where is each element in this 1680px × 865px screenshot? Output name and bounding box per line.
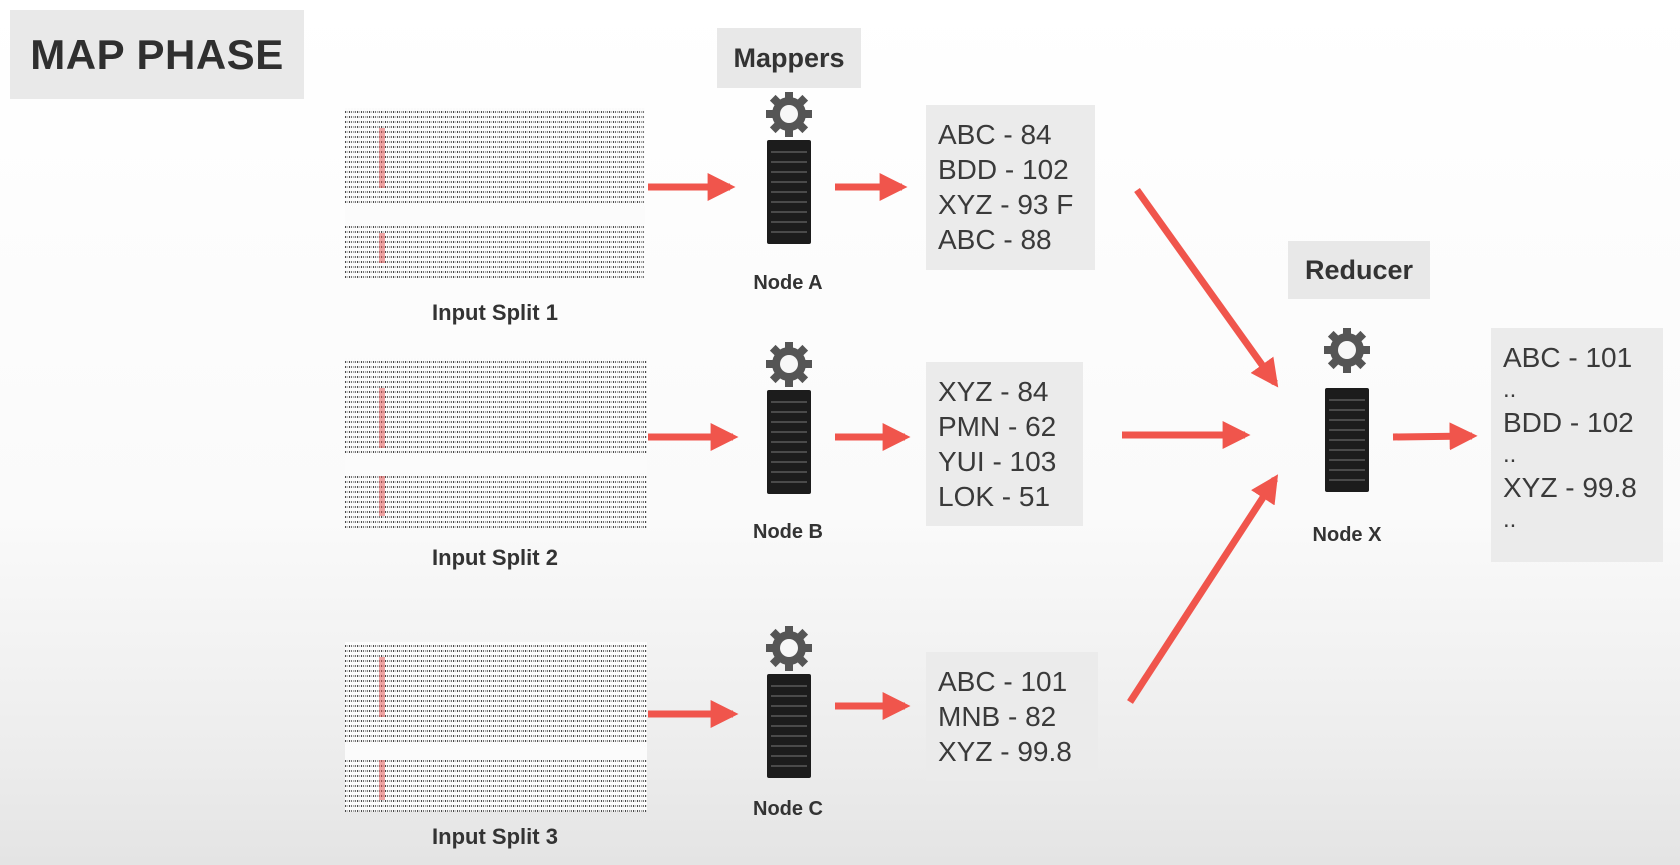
node-a-output-line: BDD - 102 — [938, 154, 1069, 185]
node-c-server — [757, 625, 821, 782]
node-a-output-line: XYZ - 93 F — [938, 189, 1074, 220]
input-split-3-label: Input Split 3 — [432, 824, 558, 849]
mappers-header: Mappers — [717, 28, 861, 88]
node-c-output-to-reducer-arrow — [1127, 474, 1279, 704]
reducer-to-output-arrow — [1392, 422, 1478, 451]
reducer-output-line: ABC - 101 — [1503, 342, 1633, 373]
gear-icon — [766, 91, 812, 137]
input-split-1-label: Input Split 1 — [432, 300, 558, 325]
node-b-output-line: YUI - 103 — [938, 446, 1057, 477]
node-a-label: Node A — [753, 272, 823, 294]
gear-icon — [1324, 327, 1370, 373]
node-c-output-line: MNB - 82 — [938, 701, 1057, 732]
node-a-output-line: ABC - 84 — [938, 119, 1052, 150]
node-b-label: Node B — [753, 521, 823, 543]
server-icon — [766, 341, 812, 494]
input-split-3-thumbnail — [345, 642, 647, 812]
reducer-output-box: ABC - 101 .. BDD - 102 .. XYZ - 99.8 .. — [1491, 328, 1663, 562]
node-x-label: Node X — [1312, 524, 1382, 546]
reducer-output-ellipsis: .. — [1503, 506, 1517, 533]
server-icon — [766, 625, 812, 778]
server-icon — [766, 91, 812, 244]
node-b-output-line: LOK - 51 — [938, 481, 1051, 512]
node-a-server — [757, 91, 821, 248]
node-b-output-box: XYZ - 84 PMN - 62 YUI - 103 LOK - 51 — [926, 362, 1083, 526]
node-x-server — [1315, 327, 1379, 494]
reducer-output-ellipsis: .. — [1503, 441, 1517, 468]
phase-title-box: MAP PHASE — [10, 10, 304, 99]
gear-icon — [766, 341, 812, 387]
reducer-output-line: XYZ - 99.8 — [1503, 472, 1637, 503]
node-b-output-line: XYZ - 84 — [938, 376, 1049, 407]
node-a-output-box: ABC - 84 BDD - 102 XYZ - 93 F ABC - 88 — [926, 105, 1095, 270]
node-b-output-line: PMN - 62 — [938, 411, 1057, 442]
reducer-label: Reducer — [1304, 254, 1414, 285]
node-c-output-box: ABC - 101 MNB - 82 XYZ - 99.8 — [926, 652, 1098, 781]
node-c-output-line: XYZ - 99.8 — [938, 736, 1072, 767]
node-b-server — [757, 341, 821, 498]
server-icon — [1324, 327, 1370, 492]
gear-icon — [766, 625, 812, 671]
node-c-output-line: ABC - 101 — [938, 666, 1068, 697]
input-split-2-thumbnail — [345, 358, 647, 528]
mappers-label: Mappers — [733, 42, 845, 73]
input-split-1-thumbnail — [345, 108, 645, 278]
node-c-label: Node C — [753, 798, 823, 820]
node-a-output-line: ABC - 88 — [938, 224, 1052, 255]
reducer-header: Reducer — [1288, 241, 1430, 299]
input-split-2-label: Input Split 2 — [432, 545, 558, 570]
node-a-output-to-reducer-arrow — [1134, 187, 1279, 388]
phase-title: MAP PHASE — [30, 30, 284, 78]
reducer-output-ellipsis: .. — [1503, 376, 1517, 403]
reducer-output-line: BDD - 102 — [1503, 407, 1634, 438]
